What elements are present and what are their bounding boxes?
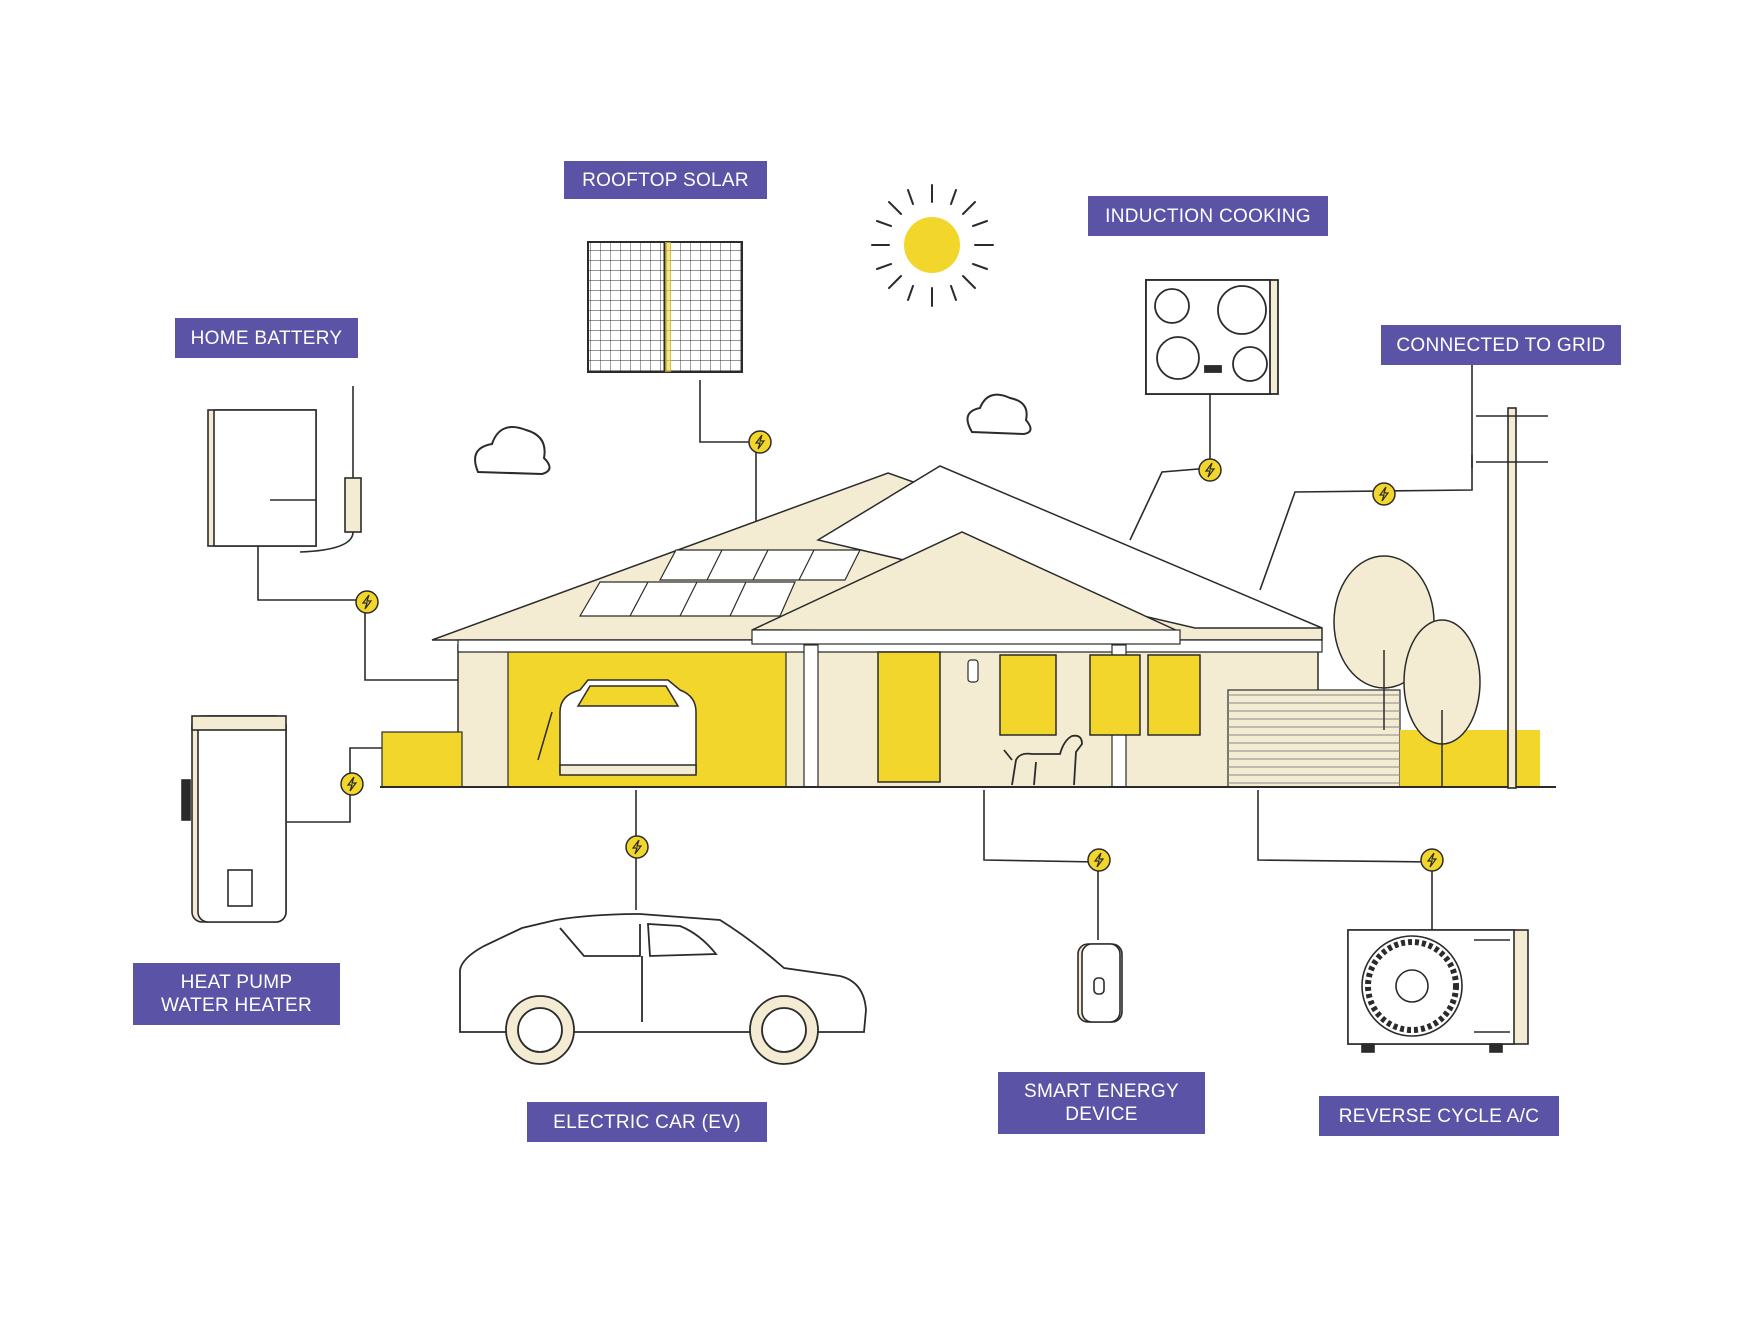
dog-icon <box>1003 734 1083 786</box>
electric-car <box>459 913 867 1065</box>
induction-cooking-label: INDUCTION COOKING <box>1088 196 1328 236</box>
connected-to-grid-label: CONNECTED TO GRID <box>1381 325 1621 365</box>
power-pole <box>1476 407 1548 789</box>
lightning-bolt-icon <box>1198 458 1222 482</box>
lightning-bolt-icon <box>1087 848 1111 872</box>
connector-bolts <box>340 430 1444 872</box>
electric-car-label: ELECTRIC CAR (EV) <box>527 1102 767 1142</box>
lightning-bolt-icon <box>1420 848 1444 872</box>
lightning-bolt-icon <box>355 590 379 614</box>
garage-car <box>537 679 697 776</box>
heat-pump-water-heater <box>181 715 287 923</box>
cloud-icon <box>474 426 551 476</box>
cloud-icon <box>966 393 1032 436</box>
lightning-bolt-icon <box>1372 482 1396 506</box>
sun-icon <box>871 184 994 307</box>
rooftop-solar-label: ROOFTOP SOLAR <box>564 161 767 199</box>
reverse-cycle-ac-unit <box>1347 929 1529 1053</box>
trees <box>1333 555 1481 787</box>
smart-energy-device <box>1077 943 1123 1023</box>
roof-solar-panels <box>578 549 861 617</box>
lightning-bolt-icon <box>625 835 649 859</box>
reverse-cycle-ac-label: REVERSE CYCLE A/C <box>1319 1096 1559 1136</box>
home-battery <box>207 386 362 553</box>
home-battery-label: HOME BATTERY <box>175 318 358 358</box>
smart-energy-device-label: SMART ENERGY DEVICE <box>998 1072 1205 1134</box>
heat-pump-water-heater-label: HEAT PUMP WATER HEATER <box>133 963 340 1025</box>
rooftop-solar-panel <box>587 241 743 373</box>
lightning-bolt-icon <box>340 772 364 796</box>
induction-cooktop <box>1145 279 1279 395</box>
lightning-bolt-icon <box>748 430 772 454</box>
